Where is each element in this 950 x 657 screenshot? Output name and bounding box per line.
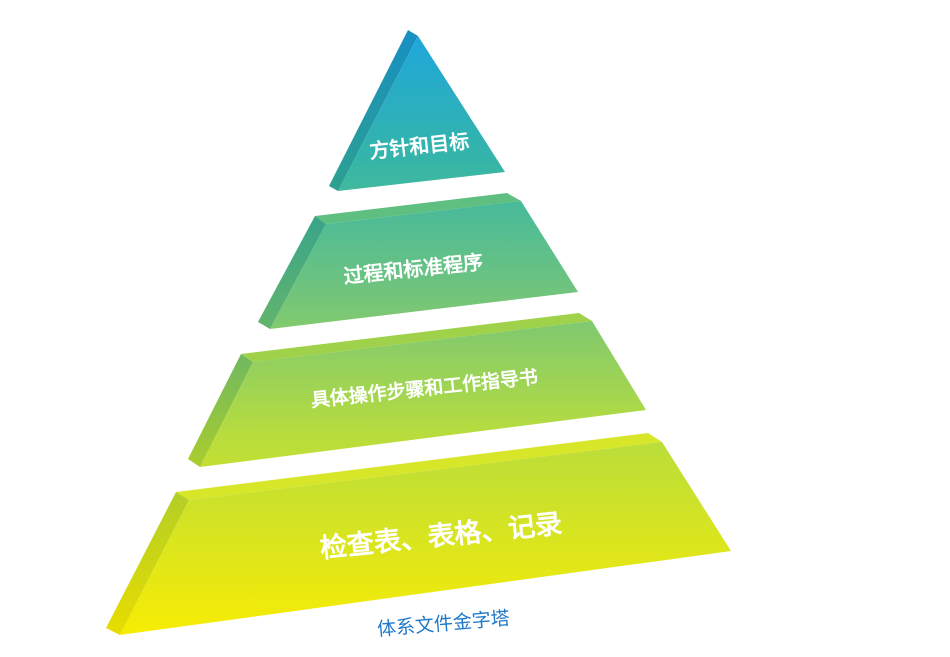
tier-3-face <box>200 321 646 467</box>
pyramid-tier-3: 具体操作步骤和工作指导书 <box>188 313 646 467</box>
tier-2-side <box>258 216 326 329</box>
tier-1-face <box>338 36 505 191</box>
diagram-caption: 体系文件金字塔 <box>376 607 510 641</box>
tier-4-side <box>106 492 189 635</box>
tier-4-face <box>120 442 731 635</box>
pyramid-tier-2: 过程和标准程序 <box>258 193 578 329</box>
pyramid-tier-1: 方针和目标 <box>329 30 505 191</box>
pyramid-tier-4: 检查表、表格、记录 <box>106 433 731 635</box>
tier-1-side <box>329 30 418 191</box>
tier-3-side <box>188 354 253 467</box>
tier-4-top <box>176 433 662 500</box>
tier-3-top <box>241 313 592 362</box>
tier-2-face <box>270 201 578 329</box>
tier-2-top <box>315 193 521 224</box>
